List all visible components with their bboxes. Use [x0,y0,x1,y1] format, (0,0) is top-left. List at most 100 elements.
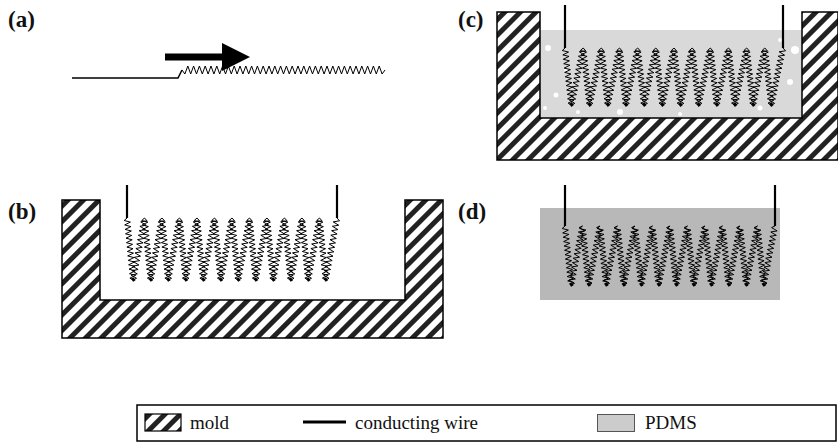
wire-stroke [625,103,627,106]
wire-stroke [720,226,732,285]
mold-sample [145,414,181,431]
wire-stroke [710,283,712,286]
mold [62,200,443,338]
wire-stroke [131,218,147,280]
wire-stroke [184,218,200,280]
wire-stroke [658,283,660,286]
wire-stroke [615,226,627,285]
wire-stroke [185,278,187,281]
panel-label: (a) [8,8,35,31]
wire-stroke [166,218,182,280]
wire-stroke [622,226,638,285]
wire-stroke [744,226,760,285]
wire-stroke [272,278,274,281]
wire-stroke [589,103,591,106]
wire-stroke [692,226,708,285]
wire-stroke [597,226,609,285]
wire-stroke [220,278,222,281]
panel-label: (b) [8,200,36,223]
wire-stroke [290,278,292,281]
zigzag-wire [182,66,385,74]
wire-stroke [126,185,128,218]
pdms-cured [540,208,780,300]
wire-stroke [570,283,572,286]
wire-stroke [289,218,305,280]
wire-stroke [667,226,679,285]
wire-stroke [132,278,134,281]
panel-label: (d) [458,200,486,223]
wire-stroke [607,103,609,106]
wire-stroke [587,226,603,285]
wire-stroke [769,48,785,105]
panel-label: (c) [458,8,484,31]
bubbles [543,38,799,116]
wire-stroke [727,226,743,285]
wire-stroke [640,283,642,286]
wire-stroke [674,226,690,285]
wire-stroke [201,218,217,280]
pdms-liquid [540,30,802,120]
wire-stroke [770,103,772,106]
wire-stroke [580,226,592,285]
wire-stroke [745,283,747,286]
wire-stroke [605,283,607,286]
wire-stroke [324,218,340,280]
wire-stroke [623,283,625,286]
wire-stroke [763,283,765,286]
wire-stroke [734,103,736,106]
wire-stroke [182,66,385,74]
wire-stroke [236,218,252,280]
wire-stroke [150,278,152,281]
wire-stroke [709,226,725,285]
mold [497,12,838,160]
legend-text: mold [190,413,229,432]
wire-stroke [752,103,754,106]
legend-box [137,405,836,441]
wire-stroke [149,218,165,280]
legend-text: conducting wire [355,413,478,432]
wire-stroke [604,226,620,285]
wire-stroke [685,226,697,285]
wire-stroke [306,218,322,280]
wire-stroke [255,278,257,281]
wire-stroke [570,103,572,106]
wire-sample [303,421,346,424]
wire-stroke [762,226,778,285]
wire-stroke [774,185,776,226]
direction-arrow [165,54,236,61]
wire-stroke [679,103,681,106]
wire-stroke [254,218,270,280]
wire-stroke [167,278,169,281]
wire-stroke [716,103,718,106]
legend-swatch [597,414,635,432]
wire-stroke [202,278,204,281]
wire-stroke [639,226,655,285]
wire-stroke [336,185,338,218]
wire-stroke [325,278,327,281]
wire-stroke [219,218,235,280]
coil-spring [562,185,777,286]
wire-stroke [737,226,749,285]
wire-stroke [632,226,644,285]
wire-stroke [702,226,714,285]
coil-spring [124,185,339,281]
wire-stroke [675,283,677,286]
wire-stroke [755,226,767,285]
wire-stroke [728,283,730,286]
wire-stroke [657,226,673,285]
wire-stroke [661,103,663,106]
wire-stroke [650,226,662,285]
straight-wire [72,70,182,78]
wire-stroke [643,103,645,106]
coil-spring [562,5,785,106]
legend-text: PDMS [645,413,697,432]
wire-stroke [782,5,784,48]
wire-stroke [271,218,287,280]
wire-stroke [569,226,585,285]
wire-stroke [307,278,309,281]
wire-stroke [564,185,566,226]
wire-stroke [693,283,695,286]
wire-stroke [564,5,566,48]
